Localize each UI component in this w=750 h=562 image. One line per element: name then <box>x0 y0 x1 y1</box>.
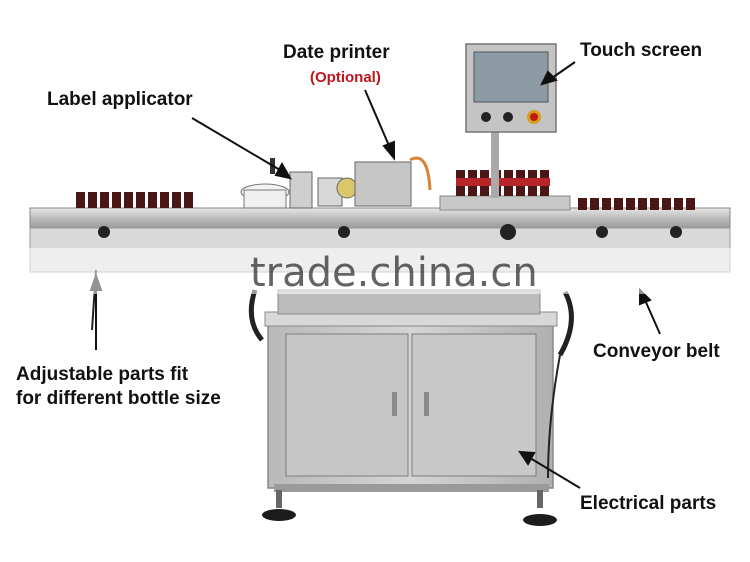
label-adjustable-line2: for different bottle size <box>16 388 221 409</box>
machine-upper-body <box>248 289 574 479</box>
machine-feet <box>262 490 557 526</box>
label-touch-screen: Touch screen <box>580 40 703 61</box>
bottles-left <box>76 192 193 208</box>
bottles-labeled <box>456 170 550 196</box>
label-conveyor-belt: Conveyor belt <box>593 341 720 362</box>
label-adjustable-line1: Adjustable parts fit <box>16 364 189 385</box>
electrical-cabinet <box>264 311 558 492</box>
label-applicator-unit <box>240 156 432 209</box>
callout-arrows <box>89 61 661 489</box>
label-date-printer: Date printer <box>283 42 390 63</box>
bottles-right <box>578 198 695 210</box>
label-electrical-parts: Electrical parts <box>580 493 717 514</box>
label-optional: (Optional) <box>310 69 381 86</box>
touch-screen-panel <box>465 43 557 198</box>
watermark-band <box>28 248 733 294</box>
watermark-text: trade.china.cn <box>250 250 538 296</box>
label-label-applicator: Label applicator <box>47 89 193 110</box>
